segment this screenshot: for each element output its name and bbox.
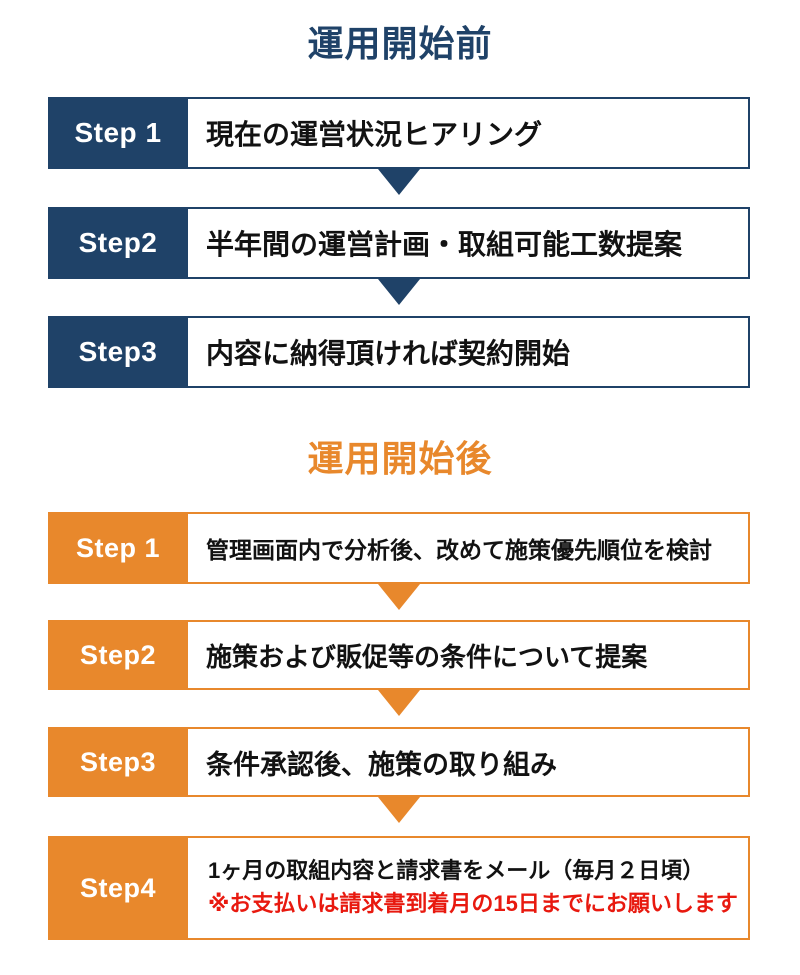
step-row-before-3[interactable]: Step3 内容に納得頂ければ契約開始 [48,316,750,388]
flow-arrow-down-icon-before-2 [378,279,420,305]
step-row-before-2[interactable]: Step2 半年間の運営計画・取組可能工数提案 [48,207,750,279]
section-title-before-operation: 運用開始前 [307,23,493,64]
step-text-after-3: 条件承認後、施策の取り組み [188,727,750,797]
step-row-after-2[interactable]: Step2 施策および販促等の条件について提案 [48,620,750,690]
step-row-after-1[interactable]: Step 1 管理画面内で分析後、改めて施策優先順位を検討 [48,512,750,584]
step-badge-after-1: Step 1 [48,512,188,584]
step-text-after-4: 1ヶ月の取組内容と請求書をメール（毎月２日頃） [208,858,705,883]
flow-arrow-down-icon-after-3 [378,797,420,823]
section-title-after-operation: 運用開始後 [307,438,493,479]
step-text-after-2: 施策および販促等の条件について提案 [188,620,750,690]
step-badge-before-3: Step3 [48,316,188,388]
step-body-after-4: 1ヶ月の取組内容と請求書をメール（毎月２日頃） ※お支払いは請求書到着月の15日… [188,836,750,940]
step-badge-after-2: Step2 [48,620,188,690]
step-badge-after-4: Step4 [48,836,188,940]
step-badge-before-1: Step 1 [48,97,188,169]
step-row-after-3[interactable]: Step3 条件承認後、施策の取り組み [48,727,750,797]
step-text-after-1: 管理画面内で分析後、改めて施策優先順位を検討 [188,512,750,584]
step-badge-after-3: Step3 [48,727,188,797]
step-note-after-4: ※お支払いは請求書到着月の15日までにお願いします [208,891,738,916]
step-text-before-3: 内容に納得頂ければ契約開始 [188,316,750,388]
flow-arrow-down-icon-after-1 [378,584,420,610]
step-row-before-1[interactable]: Step 1 現在の運営状況ヒアリング [48,97,750,169]
step-text-before-1: 現在の運営状況ヒアリング [188,97,750,169]
flow-arrow-down-icon-before-1 [378,169,420,195]
step-row-after-4[interactable]: Step4 1ヶ月の取組内容と請求書をメール（毎月２日頃） ※お支払いは請求書到… [48,836,750,940]
flow-arrow-down-icon-after-2 [378,690,420,716]
step-text-before-2: 半年間の運営計画・取組可能工数提案 [188,207,750,279]
step-badge-before-2: Step2 [48,207,188,279]
